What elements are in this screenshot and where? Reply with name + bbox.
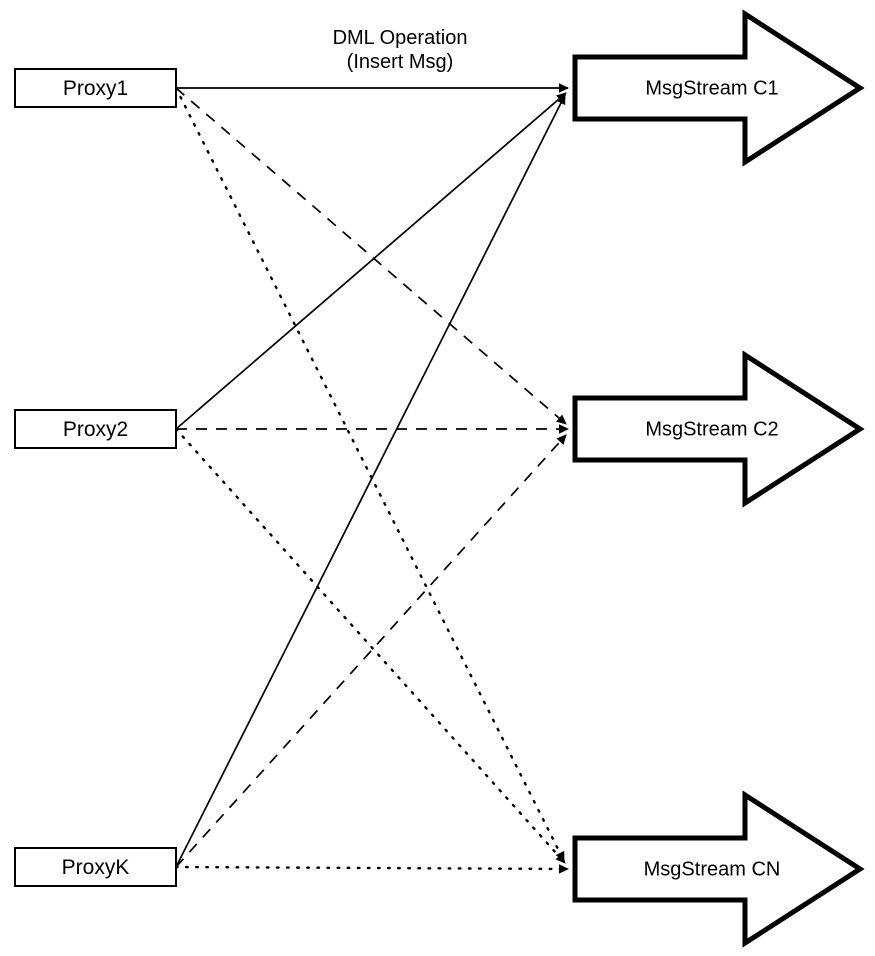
edge-proxyK-to-c1	[175, 94, 566, 868]
edge-proxyK-to-c2	[175, 434, 567, 868]
edge-proxy2-to-c1	[175, 92, 567, 430]
msgstream-arrow-shape	[572, 9, 865, 167]
proxy-label: Proxy1	[63, 77, 128, 100]
proxy-label: Proxy2	[63, 418, 128, 441]
proxy-node-proxy2[interactable]: Proxy2	[14, 409, 177, 449]
edge-proxy1-to-cn	[174, 86, 566, 863]
msgstream-label: MsgStream C2	[645, 418, 778, 440]
msgstream-arrow-shape	[572, 350, 865, 508]
proxy-box-rect	[14, 847, 177, 887]
msgstream-node-cn[interactable]: MsgStream CN	[572, 790, 865, 948]
proxy-box-rect	[14, 68, 177, 108]
msgstream-label: MsgStream C1	[645, 77, 778, 99]
edge-proxy1-to-c2	[175, 87, 567, 425]
msgstream-arrow-shape	[572, 790, 865, 948]
edge-caption: DML Operation (Insert Msg)	[333, 27, 468, 73]
proxy-node-proxyK[interactable]: ProxyK	[14, 847, 177, 887]
msgstream-node-c1[interactable]: MsgStream C1	[572, 9, 865, 167]
edge-layer	[174, 83, 570, 874]
msgstream-node-c2[interactable]: MsgStream C2	[572, 350, 865, 508]
edge-proxy2-to-cn	[174, 427, 567, 865]
proxy-box-rect	[14, 409, 177, 449]
edge-caption-line1: DML Operation	[333, 27, 468, 49]
proxy-node-proxy1[interactable]: Proxy1	[14, 68, 177, 108]
msgstream-label: MsgStream CN	[644, 858, 781, 880]
edge-proxyK-to-cn	[174, 864, 570, 874]
proxy-label: ProxyK	[62, 856, 130, 879]
edge-caption-line2: (Insert Msg)	[347, 51, 454, 73]
